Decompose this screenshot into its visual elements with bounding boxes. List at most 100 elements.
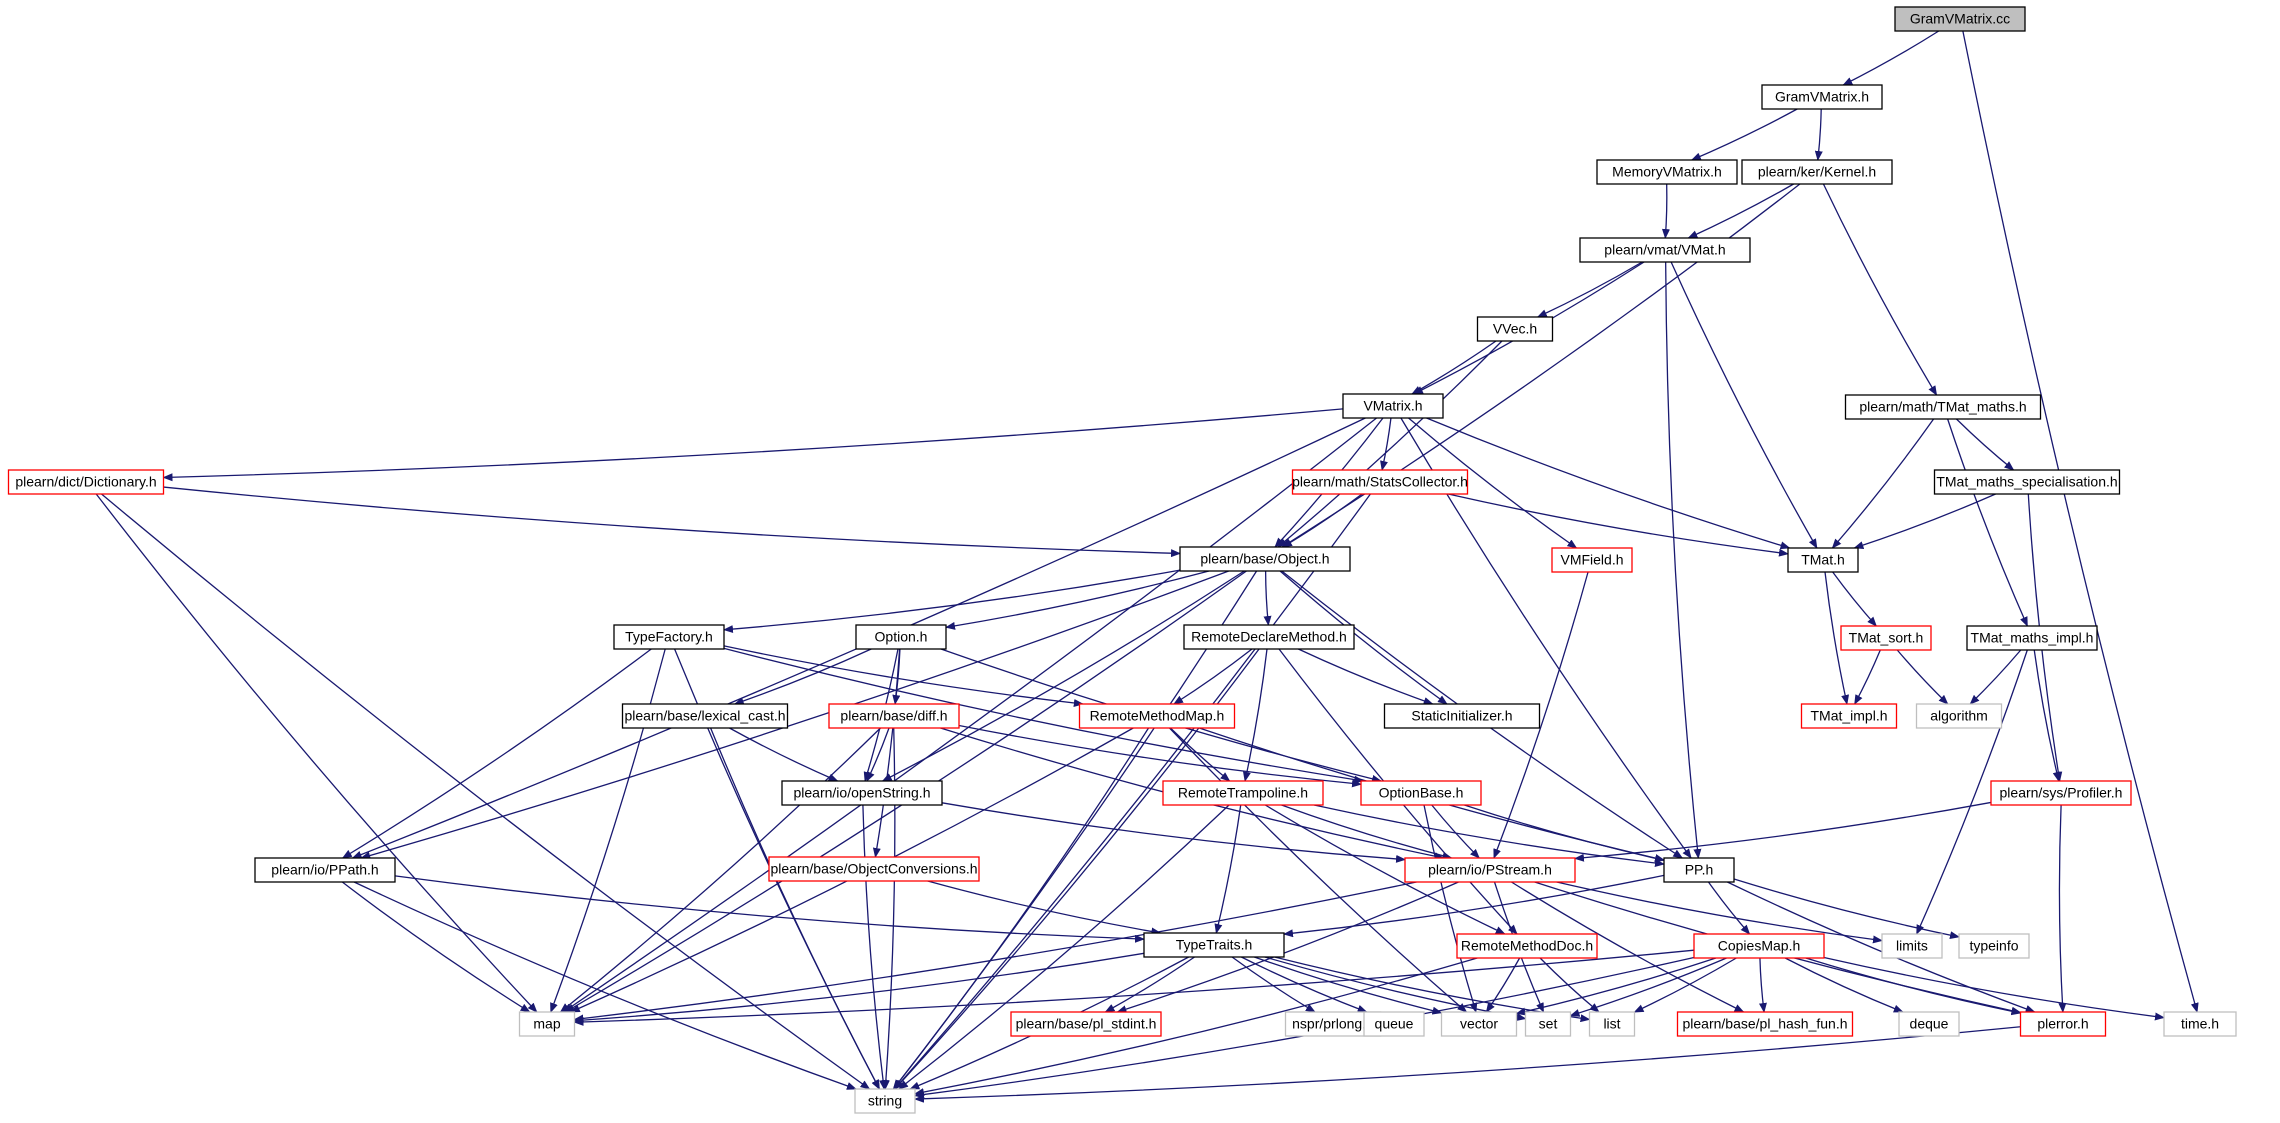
node-remotemethoddoc-h[interactable]: RemoteMethodDoc.h bbox=[1456, 933, 1598, 959]
edge-n27-to-n33 bbox=[1313, 804, 1665, 867]
node-label: plearn/base/pl_hash_fun.h bbox=[1682, 1016, 1847, 1032]
node-remotetrampoline-h[interactable]: RemoteTrampoline.h bbox=[1162, 780, 1324, 806]
edge-n5-to-n8 bbox=[1536, 261, 1643, 318]
node-box bbox=[518, 1011, 576, 1037]
edge-n29-to-n32 bbox=[1574, 801, 1992, 862]
node-plearn-base-lexical-cast-h[interactable]: plearn/base/lexical_cast.h bbox=[621, 703, 789, 729]
node-plearn-math-statscollector-h[interactable]: plearn/math/StatsCollector.h bbox=[1291, 469, 1469, 495]
edge-n11-to-n49 bbox=[893, 493, 1371, 1090]
node-label: GramVMatrix.h bbox=[1775, 89, 1869, 105]
edge-n27-to-n32 bbox=[1281, 804, 1453, 860]
node-box bbox=[1800, 703, 1898, 729]
node-box bbox=[1898, 1011, 1960, 1037]
node-remotedeclaremethod-h[interactable]: RemoteDeclareMethod.h bbox=[1183, 624, 1355, 650]
node-box bbox=[1162, 780, 1324, 806]
node-optionbase-h[interactable]: OptionBase.h bbox=[1360, 780, 1482, 806]
node-copiesmap-h[interactable]: CopiesMap.h bbox=[1693, 933, 1825, 959]
edge-n17-to-n23 bbox=[1298, 648, 1434, 705]
node-plearn-math-tmat-maths-h[interactable]: plearn/math/TMat_maths.h bbox=[1844, 394, 2042, 420]
edge-n12-to-n13 bbox=[1853, 493, 1996, 549]
node-box bbox=[1078, 703, 1236, 729]
node-label: plearn/dict/Dictionary.h bbox=[15, 474, 156, 490]
node-box bbox=[1596, 159, 1738, 185]
edge-n7-to-n12 bbox=[1955, 418, 2015, 471]
node-box bbox=[1588, 1011, 1636, 1037]
node-box bbox=[1342, 393, 1444, 419]
node-pp-h[interactable]: PP.h bbox=[1663, 857, 1735, 883]
node-box bbox=[1966, 625, 2098, 651]
edge-n38-to-n39 bbox=[573, 949, 1695, 1026]
node-plearn-base-pl-hash-fun-h[interactable]: plearn/base/pl_hash_fun.h bbox=[1676, 1011, 1854, 1037]
edge-n37-to-n49 bbox=[914, 957, 1478, 1096]
node-staticinitializer-h[interactable]: StaticInitializer.h bbox=[1383, 703, 1541, 729]
edge-n4-to-n7 bbox=[1822, 183, 1938, 396]
node-plearn-base-objectconversions-h[interactable]: plearn/base/ObjectConversions.h bbox=[768, 856, 980, 882]
edge-n33-to-n35 bbox=[1733, 878, 1960, 940]
node-option-h[interactable]: Option.h bbox=[855, 624, 947, 650]
node-label: plearn/sys/Profiler.h bbox=[2000, 785, 2123, 801]
node-plearn-ker-kernel-h[interactable]: plearn/ker/Kernel.h bbox=[1741, 159, 1893, 185]
node-box bbox=[1676, 1011, 1854, 1037]
node-vmatrix-h[interactable]: VMatrix.h bbox=[1342, 393, 1444, 419]
edge-n21-to-n39 bbox=[559, 727, 881, 1013]
node-remotemethodmap-h[interactable]: RemoteMethodMap.h bbox=[1078, 703, 1236, 729]
node-gramvmatrix-h[interactable]: GramVMatrix.h bbox=[1761, 84, 1883, 110]
edge-n26-to-n49 bbox=[862, 804, 887, 1090]
node-typetraits-h[interactable]: TypeTraits.h bbox=[1143, 932, 1285, 958]
edge-n16-to-n30 bbox=[872, 648, 901, 858]
node-box bbox=[1741, 159, 1893, 185]
edge-n18-to-n25 bbox=[1896, 649, 1949, 705]
node-deque: deque bbox=[1898, 1011, 1960, 1037]
node-gramvmatrix-cc[interactable]: GramVMatrix.cc bbox=[1894, 6, 2026, 32]
edge-n38-to-n44 bbox=[1569, 957, 1727, 1017]
node-time-h: time.h bbox=[2163, 1011, 2237, 1037]
node-tmat-h[interactable]: TMat.h bbox=[1787, 547, 1859, 573]
node-plearn-dict-dictionary-h[interactable]: plearn/dict/Dictionary.h bbox=[7, 469, 165, 495]
node-label: RemoteDeclareMethod.h bbox=[1191, 629, 1347, 645]
node-plearn-vmat-vmat-h[interactable]: plearn/vmat/VMat.h bbox=[1579, 237, 1751, 263]
edge-n28-to-n43 bbox=[1423, 804, 1478, 1013]
edge-n8-to-n6 bbox=[1277, 340, 1503, 548]
node-box bbox=[1440, 1011, 1518, 1037]
edge-n27-to-n37 bbox=[1264, 804, 1506, 935]
node-label: plearn/base/pl_stdint.h bbox=[1016, 1016, 1157, 1032]
edge-n33-to-n36 bbox=[1283, 874, 1665, 938]
node-box bbox=[855, 624, 947, 650]
node-tmat-maths-specialisation-h[interactable]: TMat_maths_specialisation.h bbox=[1933, 469, 2121, 495]
node-box bbox=[828, 703, 960, 729]
node-tmat-sort-h[interactable]: TMat_sort.h bbox=[1840, 625, 1932, 651]
node-box bbox=[1456, 933, 1598, 959]
node-label: list bbox=[1603, 1016, 1620, 1032]
node-typefactory-h[interactable]: TypeFactory.h bbox=[613, 624, 725, 650]
edge-n21-to-n28 bbox=[958, 724, 1362, 788]
node-memoryvmatrix-h[interactable]: MemoryVMatrix.h bbox=[1596, 159, 1738, 185]
node-box bbox=[1360, 780, 1482, 806]
edge-n15-to-n28 bbox=[723, 647, 1365, 784]
node-plearn-base-pl-stdint-h[interactable]: plearn/base/pl_stdint.h bbox=[1010, 1011, 1162, 1037]
node-plearn-io-openstring-h[interactable]: plearn/io/openString.h bbox=[781, 780, 943, 806]
edge-n17-to-n22 bbox=[1173, 648, 1253, 705]
node-plearn-sys-profiler-h[interactable]: plearn/sys/Profiler.h bbox=[1990, 780, 2132, 806]
node-plearn-io-ppath-h[interactable]: plearn/io/PPath.h bbox=[254, 857, 396, 883]
node-box bbox=[1844, 394, 2042, 420]
node-plerror-h[interactable]: plerror.h bbox=[2019, 1011, 2107, 1037]
node-vvec-h[interactable]: VVec.h bbox=[1476, 316, 1554, 342]
node-label: TypeTraits.h bbox=[1176, 937, 1253, 953]
edge-n0-to-n2 bbox=[1962, 30, 2199, 1013]
node-box bbox=[254, 857, 396, 883]
node-tmat-impl-h[interactable]: TMat_impl.h bbox=[1800, 703, 1898, 729]
edge-n7-to-n13 bbox=[1831, 418, 1935, 549]
node-vmfield-h[interactable]: VMField.h bbox=[1551, 547, 1633, 573]
edge-n21-to-n26 bbox=[866, 727, 890, 782]
node-plearn-io-pstream-h[interactable]: plearn/io/PStream.h bbox=[1404, 857, 1576, 883]
edge-n9-to-n11 bbox=[1380, 417, 1392, 471]
node-plearn-base-object-h[interactable]: plearn/base/Object.h bbox=[1179, 546, 1351, 572]
edge-n22-to-n43 bbox=[1169, 727, 1468, 1013]
edge-n32-to-n40 bbox=[1116, 881, 1459, 1014]
edge-n15-to-n31 bbox=[341, 648, 652, 859]
edge-n21-to-n49 bbox=[881, 727, 896, 1090]
edge-n33-to-n48 bbox=[1727, 881, 2036, 1013]
node-tmat-maths-impl-h[interactable]: TMat_maths_impl.h bbox=[1966, 625, 2098, 651]
node-plearn-base-diff-h[interactable]: plearn/base/diff.h bbox=[828, 703, 960, 729]
